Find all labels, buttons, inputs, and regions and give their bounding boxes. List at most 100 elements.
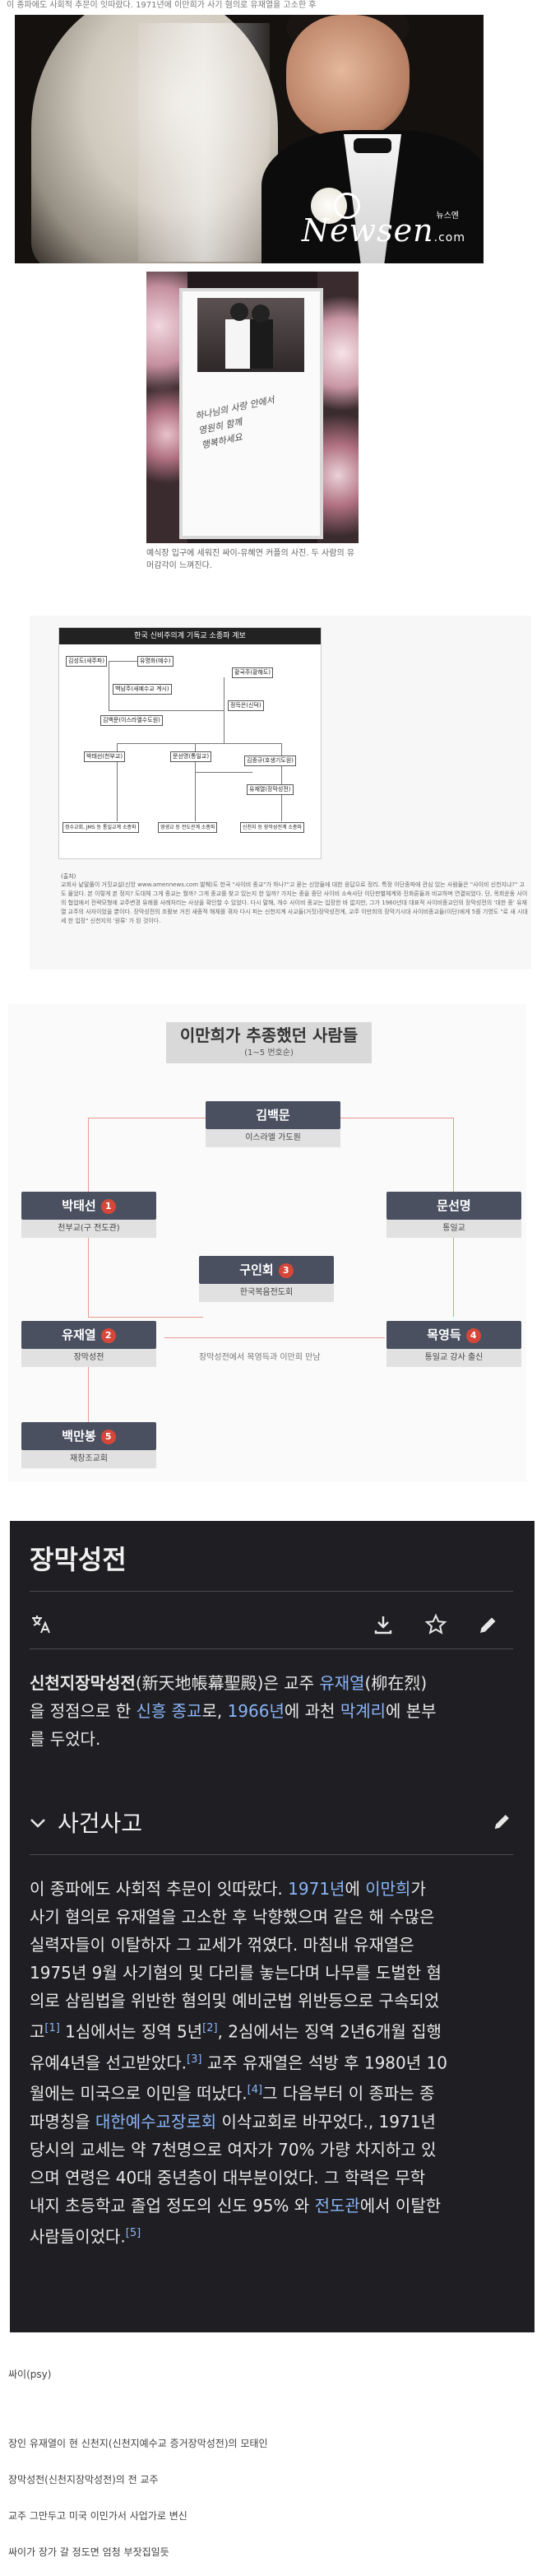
body-text: 내지 초등학교 졸업 정도의 신도 95% 와 (30, 2195, 315, 2216)
node-name: 문선명 (437, 1198, 471, 1213)
newsen-logo: Newsen.com (302, 212, 465, 249)
node-mokyeongdeuk: 목영득 4 (386, 1321, 521, 1349)
page-title: 장막성전 (30, 1544, 127, 1575)
intro-text: (柳在烈) (364, 1673, 428, 1693)
link-1966[interactable]: 1966년 (227, 1701, 285, 1721)
followers-title: 이만희가 추종했던 사람들 (1~5 번호순) (166, 1022, 372, 1063)
node-name: 박태선 (62, 1198, 96, 1213)
node-munseonmyeong: 문선명 (386, 1192, 521, 1220)
photo-caption: 예식장 입구에 세워진 싸이-유혜연 커플의 사진. 두 사람의 유머감각이 느… (146, 549, 355, 570)
lineage-title: 한국 신비주의계 기독교 소종파 계보 (59, 628, 321, 644)
photo-frame: 하나님의 사랑 안에서 영원히 함께 행복하세요 (179, 288, 323, 539)
intro-bold: 신천지장막성전 (30, 1673, 136, 1693)
body-line: 고[1] 1심에서는 징역 5년[2], 2심에서는 징역 2년6개월 집행 (30, 2015, 515, 2046)
body-line: 파명칭을 대한예수교장로회 이삭교회로 바꾸었다., 1971년 (30, 2108, 515, 2136)
node-number-badge: 2 (100, 1328, 116, 1343)
body-text: 에 (345, 1879, 366, 1899)
link-leemanhee[interactable]: 이만희 (365, 1879, 411, 1899)
veil-highlight (138, 23, 270, 262)
intro-text: 에 과천 (284, 1701, 340, 1721)
body-line: 사기 혐의로 유재열을 고소한 후 낙향했으며 같은 해 수많은 (30, 1907, 435, 1927)
incident-paragraph: 이 종파에도 사회적 추문이 잇따랐다. 1971년에 이만희가 사기 혐의로 … (30, 1875, 515, 2251)
body-text: 교주 유재열은 석방 후 1980년 10 (201, 2053, 447, 2073)
star-icon[interactable] (424, 1613, 447, 1638)
followers-note: 장막성전에서 목영득과 이만희 만남 (199, 1353, 321, 1362)
edit-section-icon[interactable] (492, 1811, 513, 1837)
bottom-line: 장인 유재열이 현 신천지(신천지예수교 증거장막성전)의 모태인 (8, 2438, 268, 2449)
link-new-religion[interactable]: 신흥 종교 (136, 1701, 202, 1721)
lineage-box: 김백문(이스라엘수도원) (100, 715, 163, 726)
lineage-box: 정수교회, JMS 등 통일교계 소종파 (62, 822, 139, 833)
edit-icon[interactable] (477, 1613, 500, 1638)
section-heading[interactable]: 사건사고 (30, 1806, 142, 1839)
top-snippet: 이 종파에도 사회적 추문이 잇따랐다. 1971년에 이만희가 사기 혐의로 … (7, 1, 317, 10)
lineage-diagram: 한국 신비주의계 기독교 소종파 계보 김성도(새주파) 유명화(예수) 황국주… (30, 616, 531, 969)
lineage-box: 영생교 등 전도관계 소종파 (158, 822, 218, 833)
couple-figure (225, 303, 273, 369)
body-text: 이삭교회로 바꾸었다., 1971년 (216, 2111, 436, 2132)
divider (30, 1648, 513, 1649)
lineage-chart: 한국 신비주의계 기독교 소종파 계보 김성도(새주파) 유명화(예수) 황국주… (58, 627, 322, 859)
body-text: 월에는 미국으로 이민을 떠났다. (30, 2083, 248, 2104)
link-presbyterian[interactable]: 대한예수교장로회 (95, 2111, 217, 2132)
lineage-source: (출처) (61, 873, 76, 880)
wiki-panel: 장막성전 신천지장막성전(新天地帳幕聖殿)은 교주 유재열(柳在烈) 을 정점으… (10, 1521, 535, 2332)
node-sub: 통일교 (386, 1220, 521, 1238)
link-makgye-ri[interactable]: 막계리 (340, 1701, 386, 1721)
wiki-toolbar (30, 1613, 513, 1638)
divider (30, 1854, 513, 1855)
footnote-link[interactable]: [3] (187, 2053, 202, 2066)
wedding-photo: 뉴스엔 Newsen.com (15, 15, 484, 263)
intro-paragraph: 신천지장막성전(新天地帳幕聖殿)은 교주 유재열(柳在烈) 을 정점으로 한 신… (30, 1669, 515, 1753)
body-line: 의로 삼림법을 위반한 혐의및 예비군법 위반등으로 구속되었 (30, 1991, 440, 2011)
followers-diagram: 이만희가 추종했던 사람들 (1~5 번호순) 김백문 이스라엘 가도원 박태선… (8, 1004, 526, 1481)
lineage-box: 유명화(예수) (137, 656, 174, 667)
lineage-box: 정득은(신덕) (228, 700, 264, 711)
body-line: 이 종파에도 사회적 추문이 잇따랐다. 1971년에 이만희가 (30, 1875, 515, 1903)
divider (30, 1591, 513, 1592)
download-icon[interactable] (372, 1613, 395, 1638)
translate-icon[interactable] (30, 1613, 53, 1638)
intro-line: 을 정점으로 한 신흥 종교로, 1966년에 과천 막계리에 본부 (30, 1697, 515, 1725)
node-number-badge: 5 (100, 1430, 116, 1444)
lineage-box: 김종규(호생기도원) (244, 756, 296, 766)
bottom-line: 장막성전(신천지장막성전)의 전 교주 (8, 2474, 159, 2485)
bottom-line: 싸이가 장가 갈 정도면 엄청 부잣집일듯 (8, 2546, 169, 2558)
logo-suffix: .com (433, 231, 465, 244)
intro-line: 를 두었다. (30, 1729, 101, 1749)
newsen-logo-icon (334, 193, 360, 219)
bottom-line: 교주 그만두고 미국 이민가서 사업가로 변신 (8, 2510, 187, 2522)
link-yujaeyeol[interactable]: 유재열 (319, 1673, 365, 1693)
body-text: 에서 이탈한 (359, 2195, 442, 2216)
bowtie (354, 138, 391, 153)
groom-face (286, 15, 410, 138)
lineage-box: 박태선(천부교) (84, 751, 126, 762)
lineage-body: 교회사 낱말풀이 거짓교설(신앙 www.amennews.com 발췌)도 한… (61, 881, 528, 924)
node-sub: 이스라엘 가도원 (206, 1129, 340, 1147)
logo-tag: 뉴스엔 (436, 212, 459, 221)
body-text: 유예4년을 선고받았다. (30, 2053, 187, 2073)
footnote-link[interactable]: [1] (44, 2022, 60, 2034)
body-text: 1심에서는 징역 5년 (59, 2021, 203, 2042)
frame-photo (197, 298, 304, 372)
intro-text: (新天地帳幕聖殿)은 교주 (135, 1673, 320, 1693)
footnote-link[interactable]: [5] (125, 2226, 141, 2239)
body-line: 내지 초등학교 졸업 정도의 신도 95% 와 전도관에서 이탈한 (30, 2192, 515, 2220)
followers-title-text: 이만희가 추종했던 사람들 (179, 1025, 359, 1045)
link-jeondogwan[interactable]: 전도관 (314, 2195, 360, 2216)
body-text: 그 다음부터 이 종파는 종 (262, 2083, 435, 2104)
node-sub: 재창조교회 (21, 1450, 156, 1468)
footnote-link[interactable]: [2] (202, 2022, 218, 2034)
chevron-down-icon[interactable] (30, 1813, 46, 1834)
footnote-link[interactable]: [4] (247, 2084, 263, 2097)
body-text: 고 (30, 2021, 45, 2042)
node-number-badge: 4 (465, 1328, 481, 1343)
node-sub: 한국복음전도회 (199, 1284, 334, 1302)
link-1971[interactable]: 1971년 (288, 1879, 345, 1899)
node-name: 목영득 (427, 1328, 461, 1342)
body-line: 월에는 미국으로 이민을 떠났다.[4]그 다음부터 이 종파는 종 (30, 2076, 515, 2108)
intro-text: 을 정점으로 한 (30, 1701, 137, 1721)
